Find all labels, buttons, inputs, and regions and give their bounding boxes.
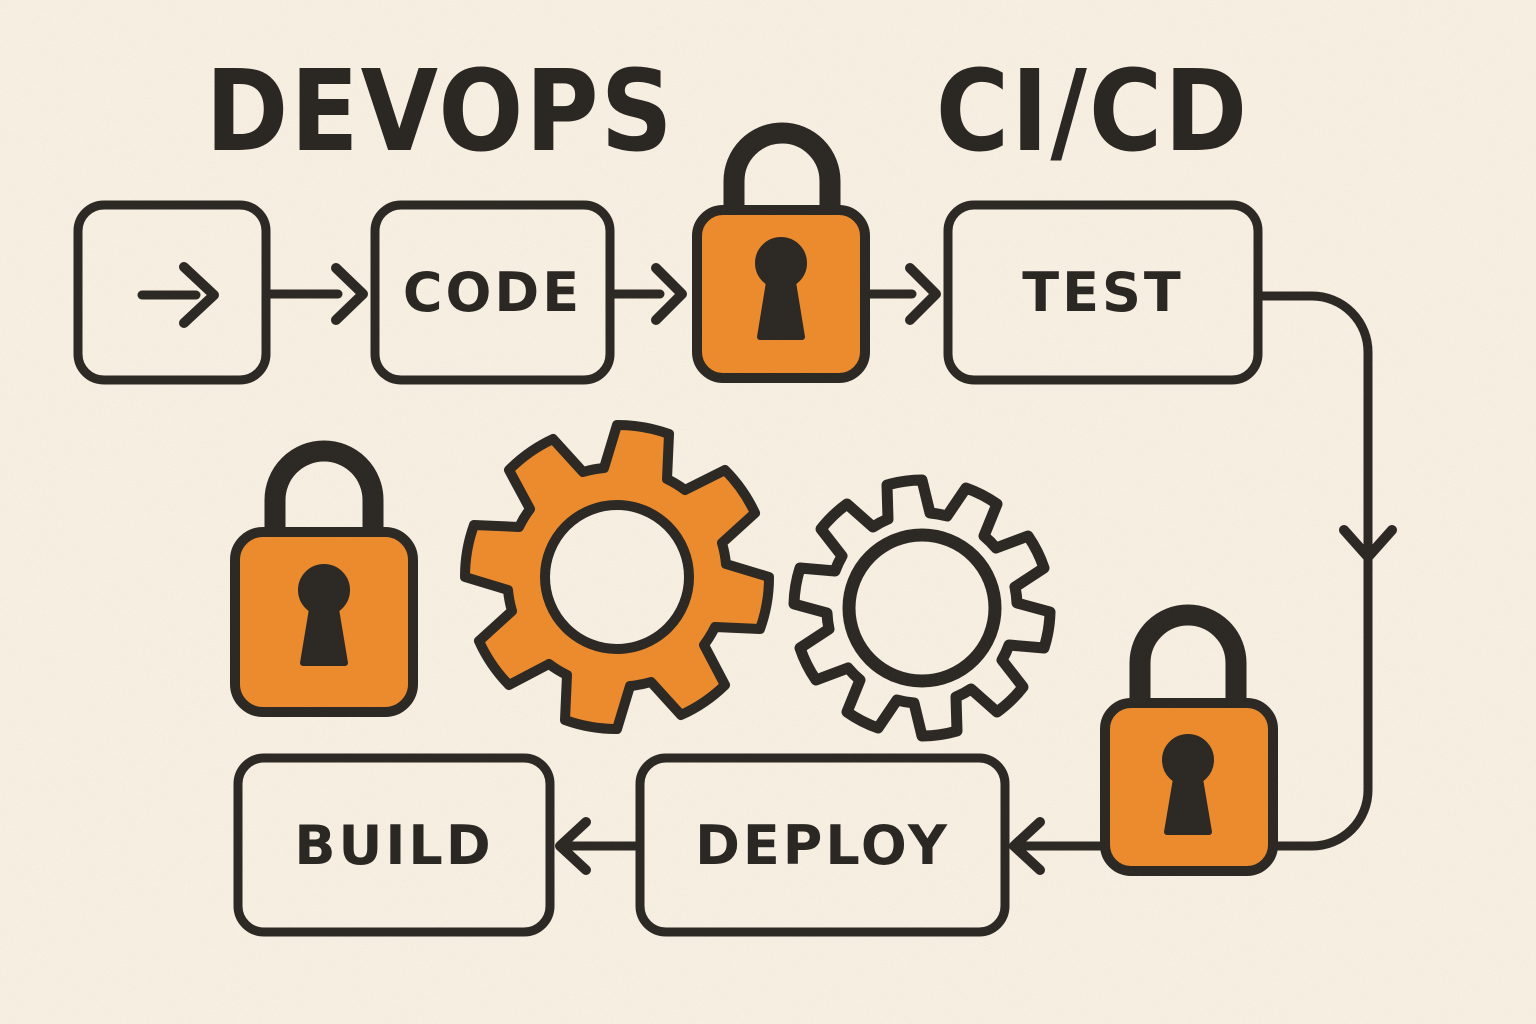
title-devops: DEVOPS (205, 45, 675, 177)
connector-code-to-lock (608, 263, 687, 325)
padlock-icon (230, 440, 418, 717)
test-node-label: TEST (1022, 261, 1184, 324)
padlock-icon (1100, 604, 1278, 876)
gear-icon (459, 419, 775, 735)
connector-test-loop-down (1253, 291, 1397, 851)
title-cicd: CI/CD (935, 45, 1250, 177)
code-node-label: CODE (402, 261, 583, 324)
padlock-icon (692, 122, 870, 383)
connector-start-to-code (265, 263, 368, 325)
deploy-node-label: DEPLOY (695, 813, 950, 877)
connector-lock-to-deploy (1009, 817, 1108, 875)
gear-outline-icon (788, 474, 1056, 742)
connector-deploy-to-build (555, 817, 643, 875)
build-node-label: BUILD (294, 813, 494, 877)
connector-lock-to-test (863, 263, 941, 325)
